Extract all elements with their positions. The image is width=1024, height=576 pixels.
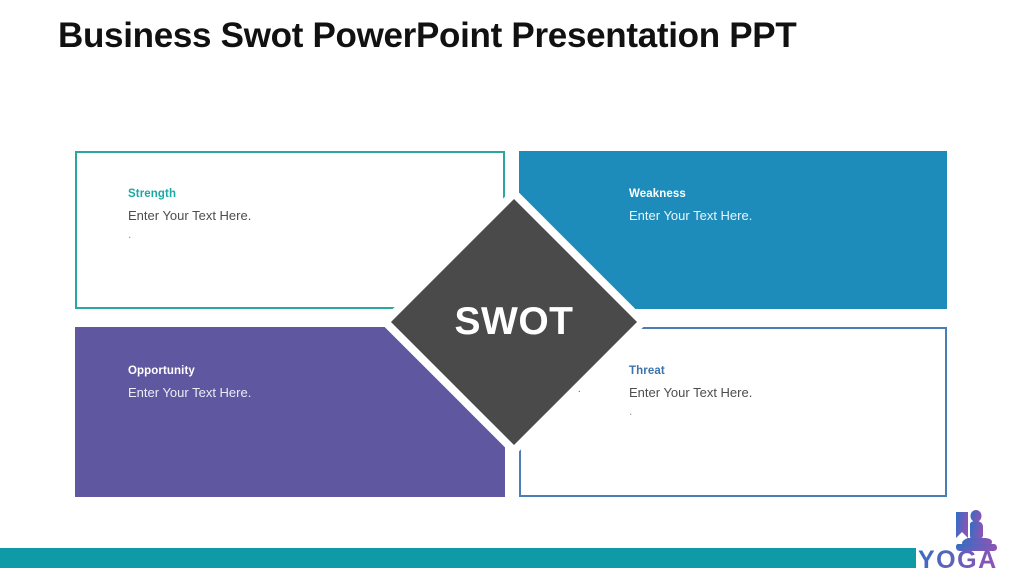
threat-body-text: Enter Your Text Here. [629,385,753,400]
strength-label: Strength [128,188,177,200]
threat-label: Threat [629,365,665,377]
strength-bullet-dot: . [128,227,132,241]
yoga-figure-icon [956,510,997,551]
opportunity-label: Opportunity [128,365,195,377]
footer-bar [0,548,916,568]
page-title: Business Swot PowerPoint Presentation PP… [58,16,797,55]
strength-body-text: Enter Your Text Here. [128,208,252,223]
yoga-logo-text: YOGA [918,546,998,570]
weakness-body-text: Enter Your Text Here. [629,208,753,223]
opportunity-body-text: Enter Your Text Here. [128,385,252,400]
weakness-label: Weakness [629,188,686,200]
center-diamond-label: SWOT [454,300,574,343]
threat-bullet-dot: . [629,404,633,418]
yoga-logo: YOGA [916,508,1024,570]
